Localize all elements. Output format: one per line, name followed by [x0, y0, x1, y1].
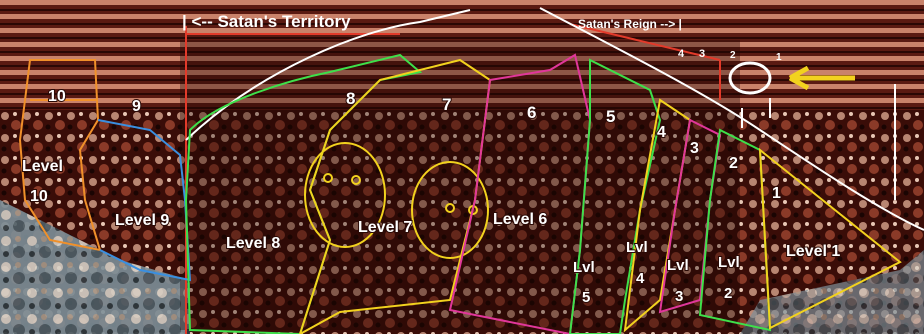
region-label-1: Level 1	[786, 243, 840, 260]
region-label-3-line1: Lvl	[667, 257, 689, 274]
region-outline-10	[18, 59, 102, 252]
marker-2: 2	[730, 50, 736, 61]
region-label-7: Level 7	[358, 219, 412, 236]
rocky-grey-ground-left	[0, 200, 190, 334]
eye-3	[445, 203, 455, 213]
region-label-8: Level 8	[226, 235, 280, 252]
region-outline-5	[568, 58, 662, 334]
circle-marker	[728, 61, 772, 95]
region-label-4-line1: Lvl	[626, 239, 648, 256]
yellow-arrow	[788, 65, 855, 91]
region-label-3-line2: 3	[675, 288, 683, 305]
region-label-2-line1: Lvl	[718, 254, 740, 271]
region-number-2: 2	[729, 155, 738, 172]
eye-2	[351, 175, 361, 185]
ridge-line	[185, 7, 924, 231]
region-label-10-line2: 10	[30, 188, 48, 205]
region-label-4-line2: 4	[636, 270, 645, 287]
face-outline-left	[304, 142, 386, 248]
region-number-3: 3	[690, 140, 699, 157]
white-tick-marks	[741, 84, 896, 200]
dark-overlay	[180, 40, 740, 330]
region-number-7: 7	[442, 95, 451, 114]
region-number-8: 8	[346, 89, 355, 108]
eye-1	[323, 173, 333, 183]
region-number-4: 4	[657, 124, 666, 141]
region-label-10-line1: Level	[22, 158, 63, 175]
region-outline-1	[758, 147, 902, 330]
rocky-grey-ground-right	[740, 250, 924, 334]
marker-4: 4	[678, 48, 685, 60]
territory-bracket-line	[185, 23, 721, 334]
region-number-6: 6	[527, 103, 536, 122]
reign-label: Satan's Reign --> |	[578, 17, 682, 31]
territory-label: | <-- Satan's Territory	[182, 12, 351, 31]
region-label-9: Level 9	[115, 212, 169, 229]
face-outline-right	[411, 161, 489, 259]
region-number-9: 9	[132, 98, 141, 115]
marker-1: 1	[776, 52, 782, 63]
region-outline-7	[298, 58, 492, 334]
marker-3: 3	[699, 48, 705, 60]
region-number-1: 1	[772, 185, 781, 202]
region-label-5-line2: 5	[582, 289, 590, 306]
region-outline-2	[698, 128, 772, 332]
region-label-2-line2: 2	[724, 285, 732, 302]
region-number-10: 10	[48, 88, 66, 105]
region-label-5-line1: Lvl	[573, 259, 595, 276]
region-number-5: 5	[606, 107, 615, 126]
region-label-6: Level 6	[493, 211, 547, 228]
